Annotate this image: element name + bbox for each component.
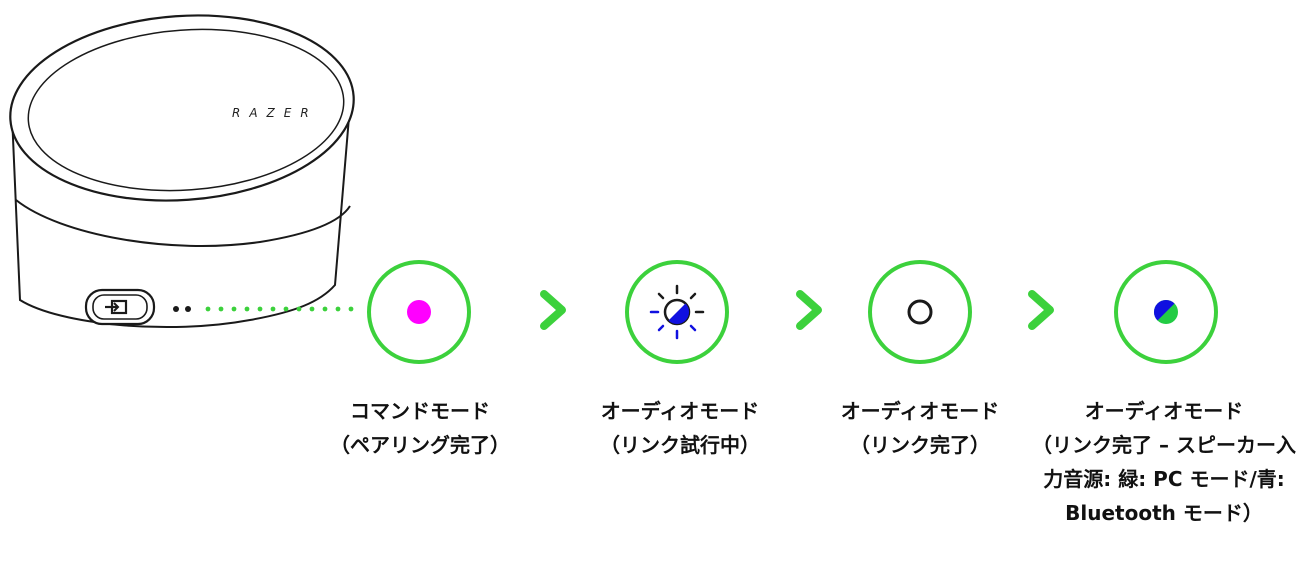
arrow-right-icon-2 bbox=[794, 289, 826, 331]
step-4-title: オーディオモード bbox=[1084, 399, 1244, 423]
step-4-indicator bbox=[1112, 258, 1220, 366]
step-3-caption: オーディオモード （リンク完了） bbox=[810, 394, 1030, 462]
white-solid-icon bbox=[907, 299, 933, 325]
blue-white-blinking-icon bbox=[649, 284, 705, 340]
magenta-solid-icon bbox=[407, 300, 431, 324]
green-blue-split-icon bbox=[1154, 300, 1178, 324]
brand-logo: RAZER bbox=[232, 106, 318, 120]
arrow-right-icon-3 bbox=[1026, 289, 1058, 331]
step-4-caption: オーディオモード （リンク完了 – スピーカー入力音源: 緑: PC モード/青… bbox=[1030, 394, 1298, 530]
step-1-caption: コマンドモード （ペアリング完了） bbox=[310, 394, 530, 462]
arrow-right-icon-1 bbox=[538, 289, 570, 331]
razer-speaker-device bbox=[9, 14, 355, 329]
step-1-title: コマンドモード bbox=[350, 399, 490, 423]
step-2-caption: オーディオモード （リンク試行中） bbox=[570, 394, 790, 462]
step-4-subtitle: （リンク完了 – スピーカー入力音源: 緑: PC モード/青: Bluetoo… bbox=[1032, 433, 1296, 525]
step-3-title: オーディオモード bbox=[840, 399, 1000, 423]
step-3-subtitle: （リンク完了） bbox=[850, 433, 990, 457]
connector-dots bbox=[205, 306, 354, 312]
step-1-indicator bbox=[365, 258, 473, 366]
step-1-subtitle: （ペアリング完了） bbox=[330, 433, 510, 457]
power-button-icon bbox=[105, 299, 128, 315]
step-3-indicator bbox=[866, 258, 974, 366]
step-2-title: オーディオモード bbox=[600, 399, 760, 423]
step-2-subtitle: （リンク試行中） bbox=[600, 433, 760, 457]
step-2-indicator bbox=[623, 258, 731, 366]
